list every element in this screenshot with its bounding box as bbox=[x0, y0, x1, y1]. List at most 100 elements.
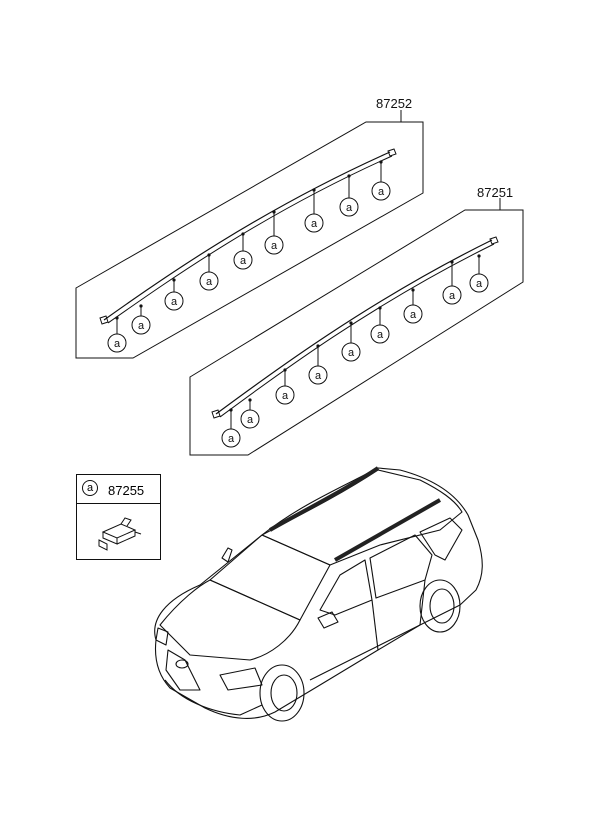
panel-87251 bbox=[189, 198, 524, 456]
clip-pin bbox=[98, 539, 108, 551]
clip-leader-dot bbox=[207, 253, 211, 257]
roof-rail-87251-edge bbox=[219, 243, 495, 418]
panel-87251-outline bbox=[189, 209, 524, 456]
car-rear-wheel bbox=[419, 579, 461, 633]
clip-callout-symbol: a bbox=[138, 320, 145, 332]
car-headlight-right bbox=[219, 667, 263, 691]
clip-callout-symbol: a bbox=[315, 370, 322, 382]
clip-pin-2 bbox=[134, 531, 142, 535]
clip-leader-dot bbox=[378, 306, 382, 310]
car-headlight-left bbox=[155, 627, 169, 646]
clip-callout-circle bbox=[221, 428, 241, 448]
clip-callout-symbol: a bbox=[282, 390, 289, 402]
clip-callout-symbol: a bbox=[449, 290, 456, 302]
clip-body bbox=[101, 523, 137, 539]
clip-callout-circle bbox=[370, 324, 390, 344]
clip-callout: a bbox=[264, 210, 284, 255]
clip-callout-symbol: a bbox=[271, 240, 278, 252]
clip-callout: a bbox=[469, 254, 489, 293]
clip-callout-symbol: a bbox=[247, 414, 254, 426]
car-front-wheel-hub bbox=[270, 674, 298, 712]
rail-end-cap-rear-2 bbox=[211, 409, 221, 419]
clip-callout: a bbox=[240, 398, 260, 429]
clip-callout-circle bbox=[371, 181, 391, 201]
clip-callout-symbol: a bbox=[378, 186, 385, 198]
vehicle-illustration bbox=[154, 466, 483, 722]
clip-callout-circle bbox=[233, 250, 253, 270]
clip-callout-circle bbox=[469, 273, 489, 293]
clip-legend-symbol: a bbox=[82, 480, 98, 496]
car-side-mirror bbox=[317, 611, 339, 629]
clip-callout: a bbox=[341, 321, 361, 362]
clip-legend-box: a 87255 bbox=[76, 474, 161, 560]
clip-callout: a bbox=[442, 260, 462, 305]
clip-callout: a bbox=[199, 253, 219, 291]
car-front-wheel bbox=[259, 664, 305, 722]
clip-callout-symbol: a bbox=[171, 296, 178, 308]
clip-illustration bbox=[98, 517, 142, 551]
clip-leader-dot bbox=[272, 210, 276, 214]
car-logo bbox=[175, 659, 189, 669]
clip-callout-symbol: a bbox=[114, 338, 121, 350]
clip-callout-symbol: a bbox=[206, 276, 213, 288]
clip-callout-symbol: a bbox=[228, 433, 235, 445]
clip-leader-dot bbox=[283, 368, 287, 372]
panel-87252 bbox=[75, 110, 424, 359]
roof-rail-87252-edge bbox=[107, 155, 393, 324]
rail-end-cap-front bbox=[387, 148, 397, 157]
clip-callout-symbol: a bbox=[311, 218, 318, 230]
car-roof-rail-left bbox=[269, 466, 380, 532]
car-grille bbox=[165, 649, 201, 691]
car-side-window-rear bbox=[369, 534, 433, 599]
part-number-87252: 87252 bbox=[376, 96, 413, 111]
clip-leader-dot bbox=[349, 321, 353, 325]
car-antenna bbox=[221, 547, 233, 563]
clip-callout: a bbox=[371, 160, 391, 201]
clip-callout-symbol: a bbox=[348, 347, 355, 359]
clip-callout-circle bbox=[275, 385, 295, 405]
car-side-window-front bbox=[319, 559, 373, 616]
clip-callout-circle bbox=[164, 291, 184, 311]
clip-callout: a bbox=[339, 174, 359, 217]
clip-leader-dot bbox=[172, 278, 176, 282]
clip-leader-dot bbox=[139, 304, 143, 308]
rail-end-cap-rear bbox=[99, 315, 109, 325]
clip-callout: a bbox=[233, 232, 253, 270]
clip-callout-symbol: a bbox=[240, 255, 247, 267]
clip-callout-circle bbox=[442, 285, 462, 305]
clip-callout-symbol: a bbox=[346, 202, 353, 214]
clip-callout: a bbox=[107, 316, 127, 353]
car-front-bumper bbox=[164, 679, 263, 716]
clip-leader-dot bbox=[229, 408, 233, 412]
clip-leader-dot bbox=[411, 288, 415, 292]
part-number-87255: 87255 bbox=[108, 483, 145, 498]
clip-callout-circle bbox=[131, 315, 151, 335]
clip-leader-dot bbox=[379, 160, 383, 164]
clip-callout: a bbox=[164, 278, 184, 311]
clip-callout: a bbox=[304, 188, 324, 233]
panel-87252-outline bbox=[75, 121, 424, 359]
rail-end-cap-front-2 bbox=[489, 236, 499, 245]
clip-callout-circle bbox=[199, 271, 219, 291]
clip-callout-symbol: a bbox=[377, 329, 384, 341]
clip-callout: a bbox=[370, 306, 390, 344]
clip-leader-dot bbox=[477, 254, 481, 258]
clip-tab bbox=[120, 517, 132, 527]
clip-callout-circle bbox=[264, 235, 284, 255]
clip-callout-symbol: a bbox=[410, 309, 417, 321]
clip-callout-circle bbox=[304, 213, 324, 233]
clip-callout-circle bbox=[403, 304, 423, 324]
clip-leader-dot bbox=[115, 316, 119, 320]
clip-callout: a bbox=[308, 344, 328, 385]
car-rear-wheel-hub bbox=[429, 588, 455, 624]
car-door-line-rear bbox=[419, 579, 426, 626]
clip-body-side bbox=[102, 532, 118, 545]
clip-callout: a bbox=[275, 368, 295, 405]
car-roof-rail-right bbox=[334, 498, 441, 562]
clip-legend-header: a 87255 bbox=[77, 475, 160, 504]
clip-callout: a bbox=[403, 288, 423, 324]
car-hood bbox=[159, 579, 301, 661]
clip-callout-circle bbox=[240, 409, 260, 429]
